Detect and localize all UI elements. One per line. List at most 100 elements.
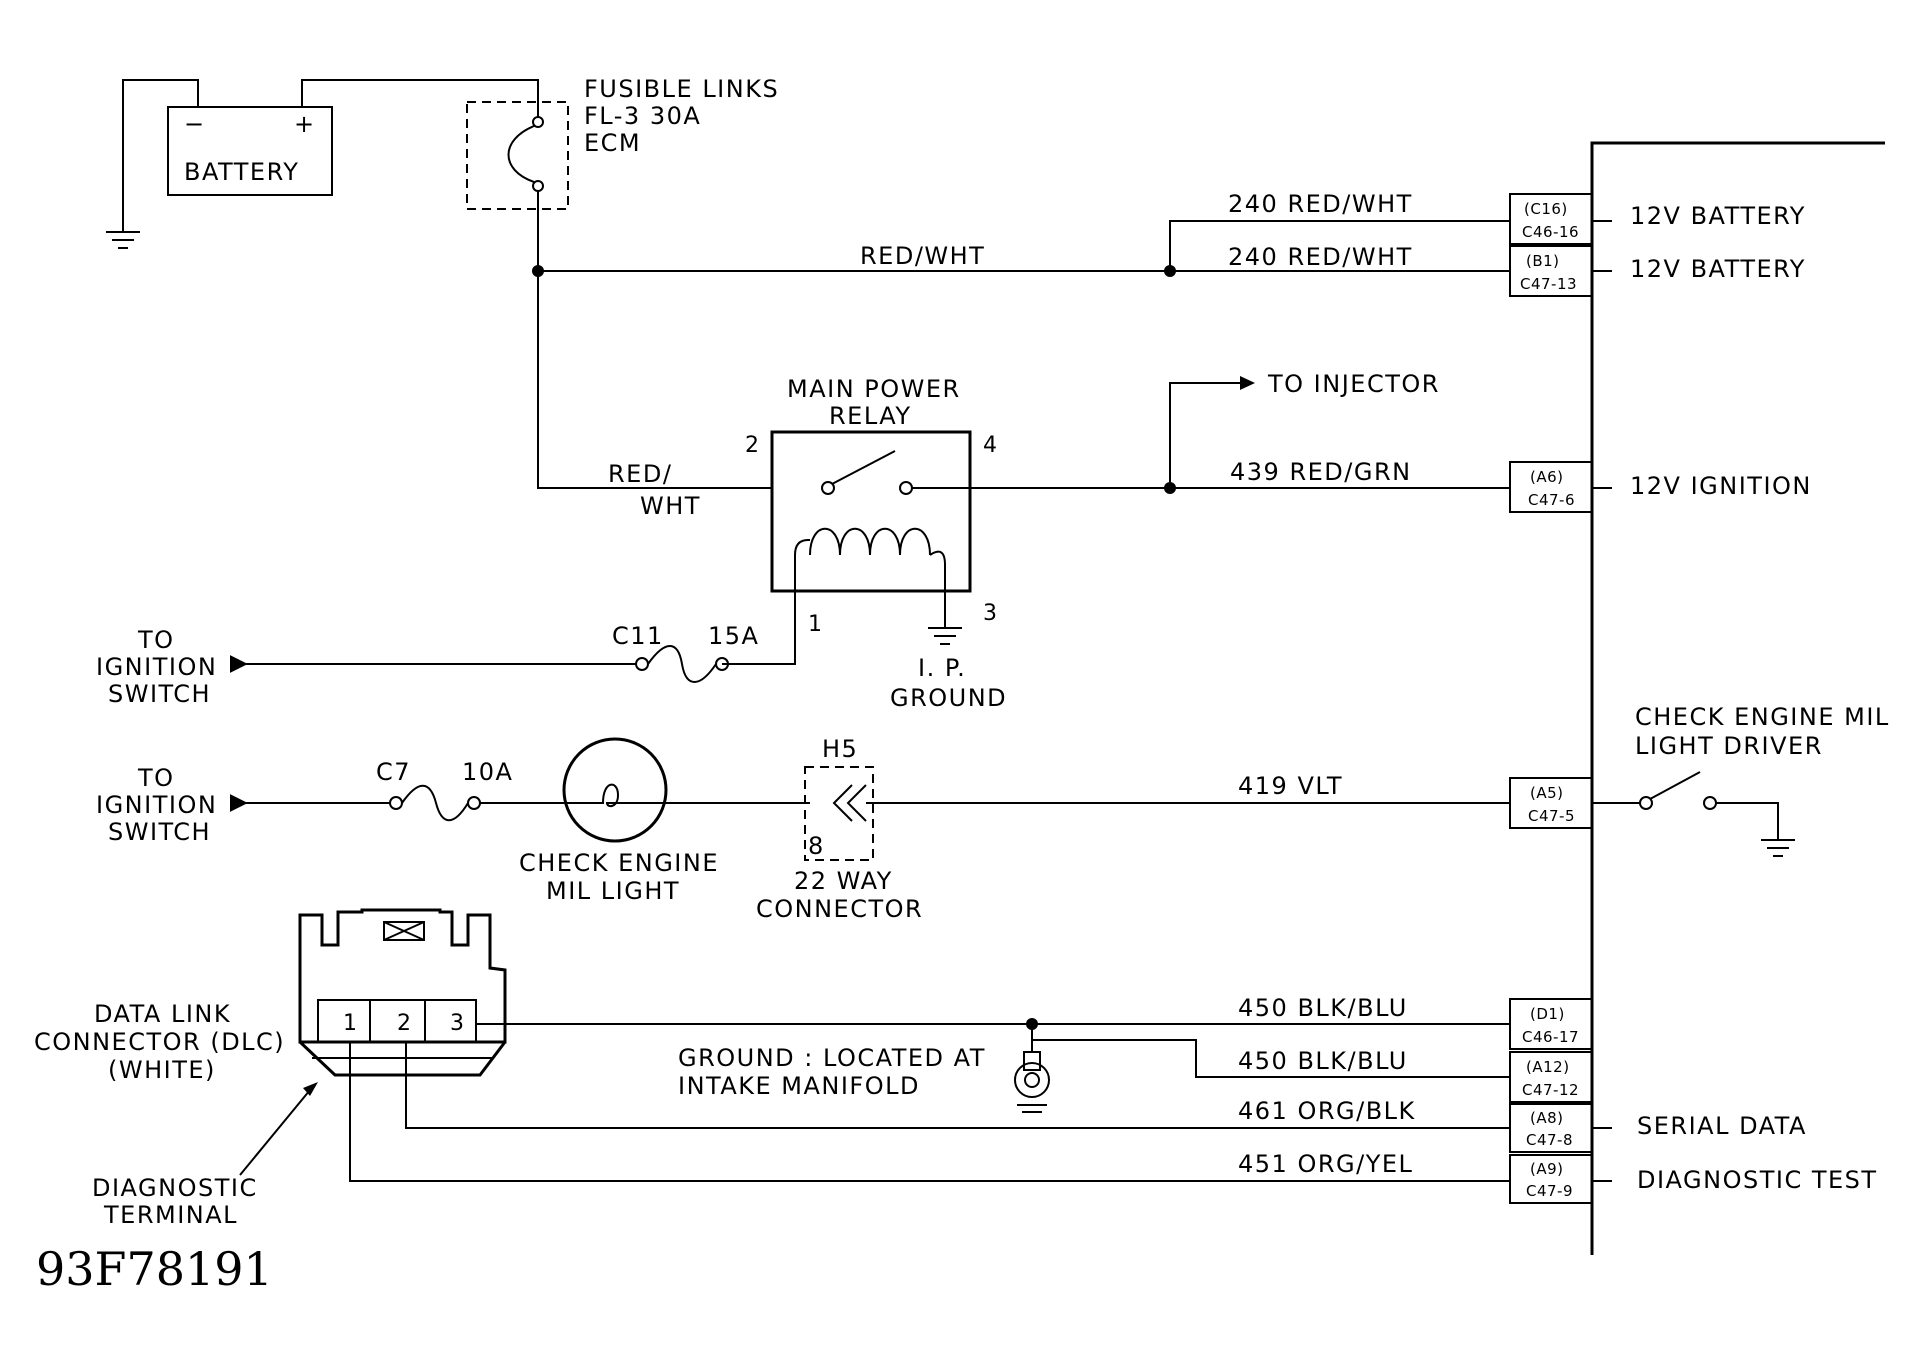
wire-label-451: 451 ORG/YEL <box>1238 1150 1413 1178</box>
battery-minus: − <box>184 110 206 138</box>
dlc-pin-1: 1 <box>343 1011 357 1036</box>
svg-text:TO: TO <box>137 764 175 792</box>
fuse-c7-rating: 10A <box>462 758 513 786</box>
fusible-link-box <box>466 101 569 210</box>
ecm-connector-c46-16: (C16) C46-16 <box>1509 193 1612 245</box>
ecm-label-serial-data: SERIAL DATA <box>1637 1112 1807 1140</box>
ignition-switch-label-2: TO IGNITION SWITCH <box>96 764 216 846</box>
fusible-links-ecm: ECM <box>584 129 641 157</box>
ecm-label-12v-battery-1: 12V BATTERY <box>1630 202 1806 230</box>
to-injector-wire <box>1169 382 1240 488</box>
mil-light-bulb-icon <box>562 737 668 843</box>
ecm-label-12v-battery-2: 12V BATTERY <box>1630 255 1806 283</box>
ip-ground-line1: I. P. <box>918 654 966 682</box>
ignition-feed-wire-1 <box>722 608 796 665</box>
mil-driver-switch-icon <box>1639 771 1779 840</box>
dlc-pin-3: 3 <box>450 1011 464 1036</box>
battery-ground-wire <box>122 79 199 232</box>
wire-label-240-a: 240 RED/WHT <box>1228 190 1413 218</box>
red-wht-main-wire <box>537 191 772 489</box>
battery-label: BATTERY <box>184 158 299 186</box>
diagnostic-terminal-arrow <box>303 1082 318 1096</box>
wire-451 <box>349 1042 1510 1182</box>
svg-text:(A6): (A6) <box>1530 468 1564 486</box>
wire-450-b <box>1031 1024 1510 1078</box>
relay-input-label-2: WHT <box>640 492 701 520</box>
svg-text:(A9): (A9) <box>1530 1160 1564 1178</box>
relay-pin-3: 3 <box>983 601 997 626</box>
battery-plus: + <box>294 110 316 138</box>
mil-light-label-2: MIL LIGHT <box>546 877 680 905</box>
fuse-c11-icon <box>635 645 729 683</box>
relay-coil <box>794 527 946 628</box>
wire-label-450-a: 450 BLK/BLU <box>1238 994 1408 1022</box>
relay-switch-contact <box>821 450 970 495</box>
dlc-label-1: DATA LINK <box>94 1000 231 1028</box>
svg-text:(A5): (A5) <box>1530 784 1564 802</box>
ecm-label-diagnostic-test: DIAGNOSTIC TEST <box>1637 1166 1878 1194</box>
svg-text:C46-17: C46-17 <box>1522 1028 1579 1046</box>
wire-240-upper <box>1169 220 1510 271</box>
wire-label-240-b: 240 RED/WHT <box>1228 243 1413 271</box>
relay-pin-4: 4 <box>983 433 997 458</box>
connector-pin-8: 8 <box>808 832 825 860</box>
svg-text:C46-16: C46-16 <box>1522 223 1579 241</box>
wire-label-461: 461 ORG/BLK <box>1238 1097 1416 1125</box>
dlc-pin-2: 2 <box>397 1011 411 1036</box>
splice-dot <box>532 265 544 277</box>
fuse-c7-icon <box>389 784 481 822</box>
svg-text:C47-6: C47-6 <box>1528 491 1575 509</box>
ecm-connector-c47-6: (A6) C47-6 <box>1509 461 1612 513</box>
svg-text:(A12): (A12) <box>1526 1058 1570 1076</box>
diagnostic-terminal-label-1: DIAGNOSTIC <box>92 1174 258 1202</box>
main-power-relay <box>770 430 972 593</box>
svg-text:SWITCH: SWITCH <box>108 680 211 708</box>
wire-label-439: 439 RED/GRN <box>1230 458 1412 486</box>
svg-text:(A8): (A8) <box>1530 1109 1564 1127</box>
dlc-label-3: (WHITE) <box>108 1056 216 1084</box>
battery: − + BATTERY <box>167 106 333 196</box>
wire-label-red-wht: RED/WHT <box>860 242 985 270</box>
svg-text:C47-8: C47-8 <box>1526 1131 1573 1149</box>
fuse-c7-name: C7 <box>376 758 411 786</box>
mil-light-label-1: CHECK ENGINE <box>519 849 719 877</box>
to-injector-arrow <box>1240 376 1255 390</box>
battery-positive-wire <box>301 79 539 118</box>
ecm-label-mil-driver-1: CHECK ENGINE MIL <box>1635 703 1890 731</box>
battery-ground-icon <box>106 231 140 249</box>
svg-text:C47-9: C47-9 <box>1526 1182 1573 1200</box>
ecm-connector-c47-13: (B1) C47-13 <box>1509 245 1612 297</box>
fusible-link-icon <box>507 116 544 192</box>
diagnostic-terminal-leader <box>239 1089 311 1176</box>
svg-text:C47-12: C47-12 <box>1522 1081 1579 1099</box>
svg-text:C47-13: C47-13 <box>1520 275 1577 293</box>
connector-22way-icon <box>832 784 867 822</box>
svg-text:IGNITION: IGNITION <box>96 653 217 681</box>
ecm-label-12v-ignition: 12V IGNITION <box>1630 472 1812 500</box>
ip-ground-line2: GROUND <box>890 684 1007 712</box>
dlc-label-2: CONNECTOR (DLC) <box>34 1028 285 1056</box>
fusible-links-title: FUSIBLE LINKS <box>584 75 779 103</box>
ground-intake-label-2: INTAKE MANIFOLD <box>678 1072 920 1100</box>
dlc-connector-icon <box>298 908 507 1077</box>
ecm-connector-c47-12: (A12) C47-12 <box>1509 1051 1593 1103</box>
ecm-connector-c46-17: (D1) C46-17 <box>1509 998 1593 1050</box>
svg-text:SWITCH: SWITCH <box>108 818 211 846</box>
ground-intake-label-1: GROUND : LOCATED AT <box>678 1044 986 1072</box>
wire-461 <box>405 1042 1510 1129</box>
relay-input-label-1: RED/ <box>608 460 672 488</box>
mil-driver-ground-icon <box>1761 839 1795 857</box>
ip-ground-icon <box>928 627 962 645</box>
svg-text:TO: TO <box>137 626 175 654</box>
svg-text:C47-5: C47-5 <box>1528 807 1575 825</box>
wire-label-450-b: 450 BLK/BLU <box>1238 1047 1408 1075</box>
fuse-c11-name: C11 <box>612 622 664 650</box>
wire-label-419: 419 VLT <box>1238 772 1343 800</box>
ecm-edge <box>1590 141 1885 1255</box>
relay-pin-2: 2 <box>745 433 759 458</box>
figure-code: 93F78191 <box>36 1242 273 1296</box>
ecm-connector-c47-9: (A9) C47-9 <box>1509 1154 1612 1204</box>
fusible-links-rating: FL-3 30A <box>584 102 701 130</box>
connector-22way-label-2: CONNECTOR <box>756 895 923 923</box>
